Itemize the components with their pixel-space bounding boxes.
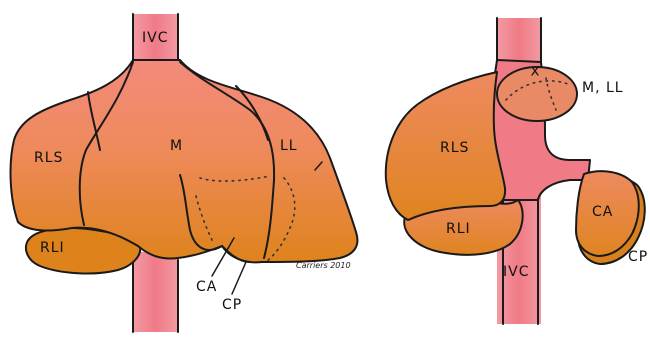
- left-cp-leader: [232, 262, 246, 294]
- left-rli-label: RLI: [40, 240, 65, 256]
- right-rls-label: RLS: [440, 140, 469, 156]
- right-ca-label: CA: [592, 204, 613, 220]
- right-rli-label: RLI: [446, 221, 471, 237]
- left-m-label: M: [170, 138, 183, 154]
- left-liver-diagram: IVC M LL RLS RLI CA CP Carriers 2010: [11, 14, 358, 332]
- right-cp-label: CP: [628, 249, 648, 265]
- right-ivc-label: IVC: [503, 264, 529, 280]
- left-rls-label: RLS: [34, 150, 63, 166]
- artist-signature: Carriers 2010: [296, 261, 351, 270]
- left-ca-label: CA: [196, 279, 217, 295]
- left-ll-label: LL: [280, 138, 298, 154]
- left-ivc-label: IVC: [142, 30, 168, 46]
- left-cp-label: CP: [222, 297, 242, 313]
- right-mll-label: M, LL: [582, 80, 624, 96]
- right-liver-diagram: M, LL RLS RLI IVC CA CP: [386, 18, 648, 324]
- left-ivc-lower-vessel: [133, 252, 178, 332]
- right-mll-lobe: [497, 67, 577, 121]
